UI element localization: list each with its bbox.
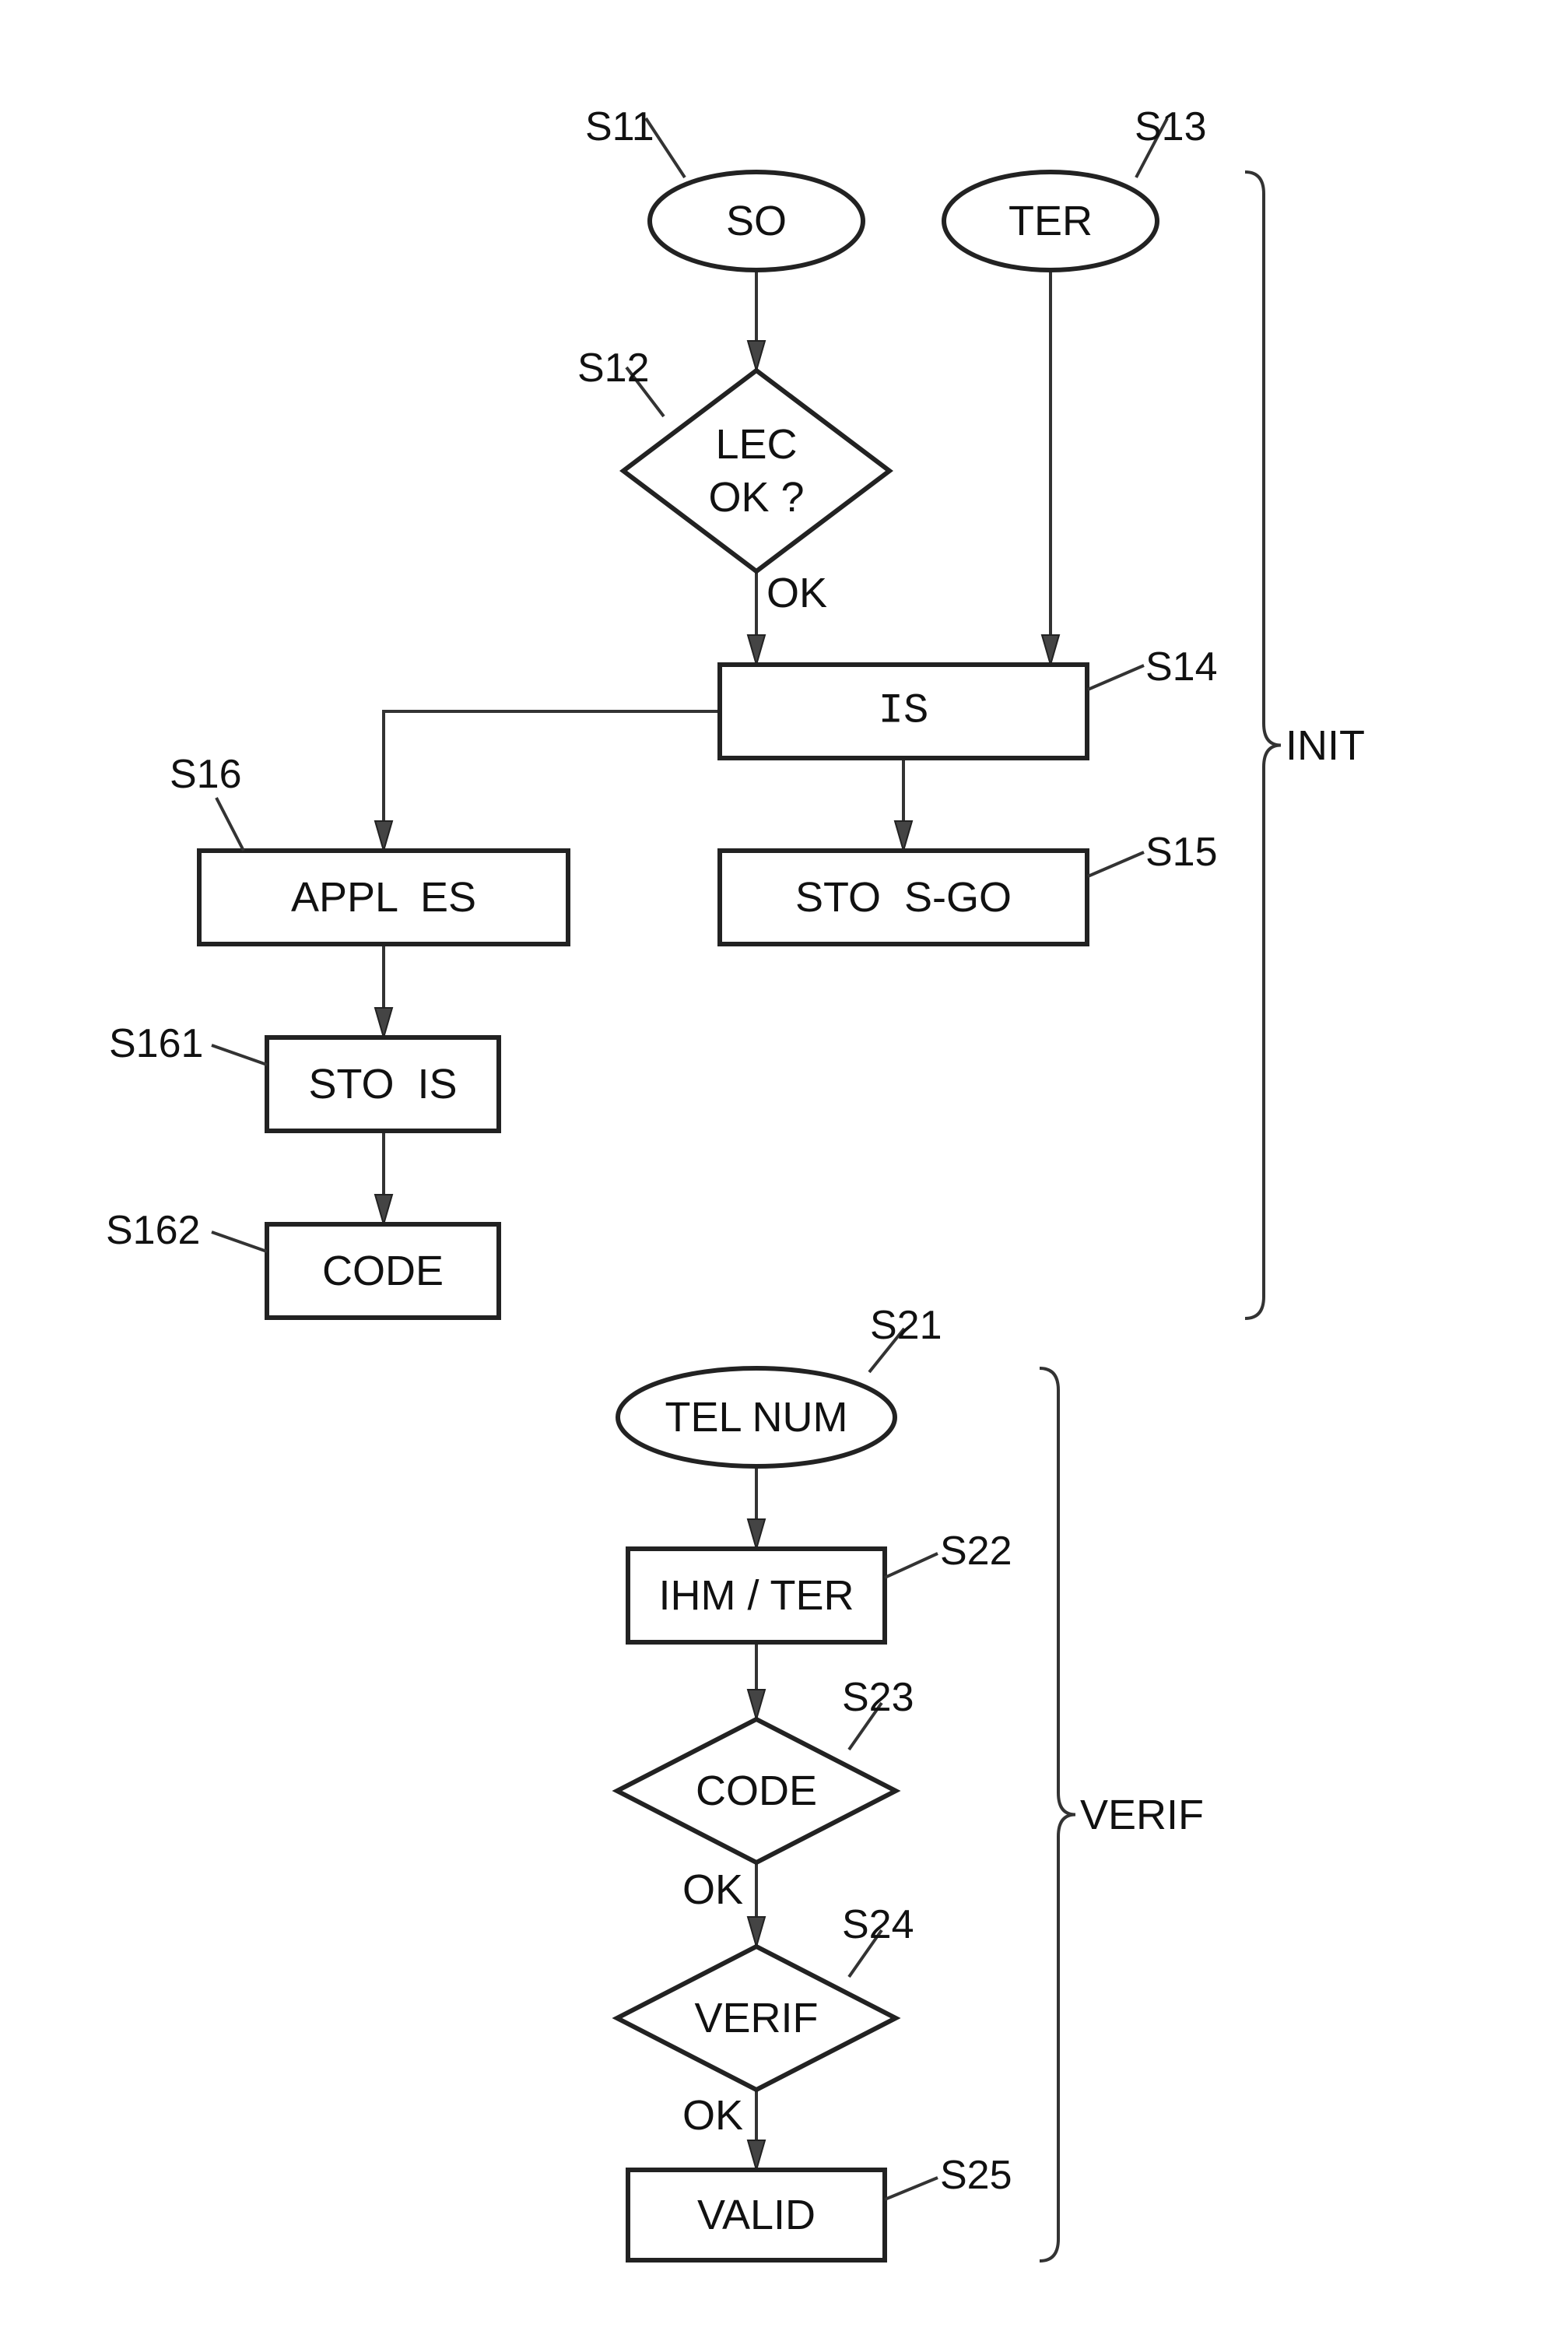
- ref-label-s25: S25: [940, 2153, 1012, 2198]
- leader-line-s11: [644, 117, 686, 179]
- leader-line-s22: [884, 1552, 938, 1579]
- edge-s24-s25-arrowhead: [746, 2140, 766, 2173]
- node-s161-box: [265, 1035, 501, 1133]
- shapes: [197, 170, 1159, 2263]
- edge-s22-s23-arrowhead: [746, 1689, 766, 1722]
- node-s14-label: IS: [879, 688, 929, 735]
- edge-s23-s24-arrowhead: [746, 1916, 766, 1950]
- edge-s12-s14-arrowhead: [746, 634, 766, 668]
- ref-label-s12: S12: [577, 346, 650, 391]
- node-s12-label-line: LEC: [715, 421, 797, 468]
- leader-line-s161: [211, 1044, 268, 1066]
- node-s11-ellipse: [647, 170, 865, 272]
- edge-s16-s161-arrowhead: [374, 1007, 394, 1041]
- leader-line-s24: [847, 1929, 883, 1978]
- leader-lines: [211, 117, 1169, 2201]
- node-s13-label: TER: [1009, 198, 1093, 244]
- ref-label-s162: S162: [106, 1208, 200, 1253]
- edge-label-s12-ok: OK: [766, 570, 827, 616]
- ref-label-s13: S13: [1135, 104, 1207, 149]
- leader-line-s21: [868, 1327, 906, 1374]
- ref-label-s161: S161: [109, 1021, 203, 1066]
- ref-label-s11: S11: [585, 104, 654, 149]
- node-s23-diamond: [612, 1716, 901, 1866]
- brace-verif: [1039, 1367, 1076, 2263]
- node-s23-label: CODE: [696, 1768, 817, 1814]
- edge-s161-s162-arrowhead: [374, 1194, 394, 1227]
- ref-label-s15: S15: [1145, 830, 1218, 875]
- edge-s13-s14-arrowhead: [1040, 634, 1061, 668]
- edge-s11-s12-arrowhead: [746, 340, 766, 374]
- leader-line-s16: [215, 797, 245, 851]
- node-s11-label: SO: [726, 198, 787, 244]
- node-s162-label: CODE: [322, 1248, 444, 1294]
- leader-line-s15: [1087, 851, 1145, 878]
- node-s15-box: [717, 848, 1089, 946]
- leader-line-s23: [847, 1701, 883, 1751]
- node-s14-box: [717, 662, 1089, 760]
- node-s21-label: TEL NUM: [665, 1394, 847, 1441]
- node-s24-label: VERIF: [694, 1995, 818, 2041]
- node-s25-box: [626, 2168, 887, 2263]
- node-s22-box: [626, 1546, 887, 1645]
- edge-label-s23-ok: OK: [682, 1866, 743, 1913]
- node-s15-label: STO S-GO: [795, 874, 1012, 921]
- leader-line-s13: [1135, 118, 1169, 178]
- brace-init: [1244, 170, 1282, 1320]
- node-s22-label: IHM / TER: [658, 1572, 854, 1619]
- edge-s14-s16: [382, 710, 720, 851]
- ref-label-s21: S21: [870, 1303, 942, 1348]
- node-s21-ellipse: [616, 1366, 897, 1469]
- group-braces: INIT VERIF: [1039, 170, 1365, 2263]
- ref-label-s22: S22: [940, 1529, 1012, 1574]
- leader-line-s162: [211, 1230, 268, 1253]
- edge-s14-s15-arrowhead: [893, 820, 914, 854]
- node-s24-diamond: [612, 1943, 901, 2093]
- edge-s14-s16-arrowhead: [374, 820, 394, 854]
- node-s12-diamond: [619, 367, 893, 574]
- ref-label-s23: S23: [842, 1675, 914, 1720]
- node-s161-label: STO IS: [308, 1061, 457, 1108]
- node-s13-ellipse: [942, 170, 1159, 272]
- leader-line-s12: [625, 366, 665, 418]
- edges: [374, 270, 1061, 2173]
- ref-label-s16: S16: [170, 752, 242, 797]
- group-label-verif: VERIF: [1080, 1792, 1204, 1838]
- edge-s21-s22-arrowhead: [746, 1518, 766, 1552]
- leader-line-s25: [884, 2176, 938, 2201]
- edge-label-s24-ok: OK: [682, 2092, 743, 2139]
- node-s12-label-line: OK ?: [708, 474, 804, 521]
- node-s16-label: APPL ES: [291, 874, 476, 921]
- ref-label-s24: S24: [842, 1902, 914, 1947]
- node-s162-box: [265, 1222, 501, 1320]
- node-s16-box: [197, 848, 570, 946]
- node-s25-label: VALID: [697, 2192, 816, 2238]
- ref-label-s14: S14: [1145, 644, 1218, 690]
- leader-line-s14: [1087, 664, 1145, 691]
- group-label-init: INIT: [1286, 722, 1365, 769]
